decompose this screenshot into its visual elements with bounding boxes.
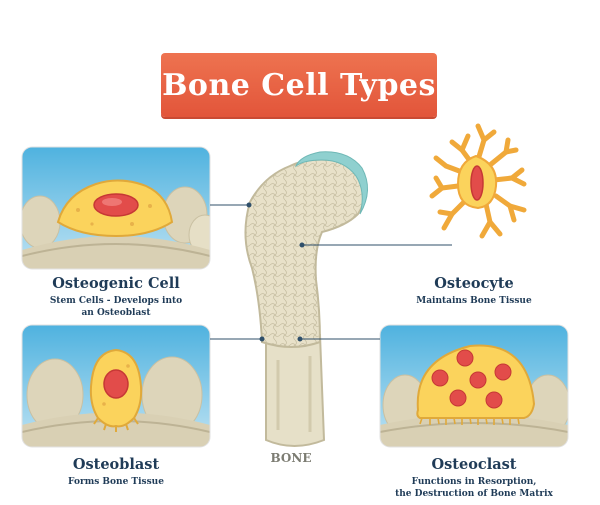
bone-label: BONE (270, 451, 312, 465)
osteoblast-label: Osteoblast Forms Bone Tissue (22, 456, 210, 488)
osteocyte-name: Osteocyte (434, 275, 514, 292)
title-banner: Bone Cell Types (161, 53, 437, 117)
osteogenic-name: Osteogenic Cell (52, 275, 180, 292)
osteoclast-panel (379, 324, 569, 448)
osteoclast-name: Osteoclast (431, 456, 517, 473)
leader-lines (210, 202, 452, 342)
osteogenic-panel (21, 146, 211, 270)
osteoblast-panel (21, 324, 211, 448)
osteoblast-desc-line1: Forms Bone Tissue (68, 477, 164, 487)
osteoclast-label: Osteoclast Functions in Resorption, the … (370, 456, 578, 500)
osteoblast-name: Osteoblast (72, 456, 160, 473)
osteogenic-label: Osteogenic Cell Stem Cells - Develops in… (22, 275, 210, 319)
osteocyte-nucleus (470, 165, 484, 201)
osteogenic-desc-line1: Stem Cells - Develops into (49, 296, 183, 306)
bone-illustration (244, 151, 368, 447)
page-title: Bone Cell Types (162, 67, 436, 103)
osteoclast-desc-line1: Functions in Resorption, (411, 477, 537, 487)
osteocyte-desc-line1: Maintains Bone Tissue (416, 296, 532, 306)
osteoclast-desc-line2: the Destruction of Bone Matrix (395, 489, 553, 499)
osteocyte-label: Osteocyte Maintains Bone Tissue (380, 275, 568, 307)
osteogenic-desc-line2: an Osteoblast (81, 308, 151, 318)
